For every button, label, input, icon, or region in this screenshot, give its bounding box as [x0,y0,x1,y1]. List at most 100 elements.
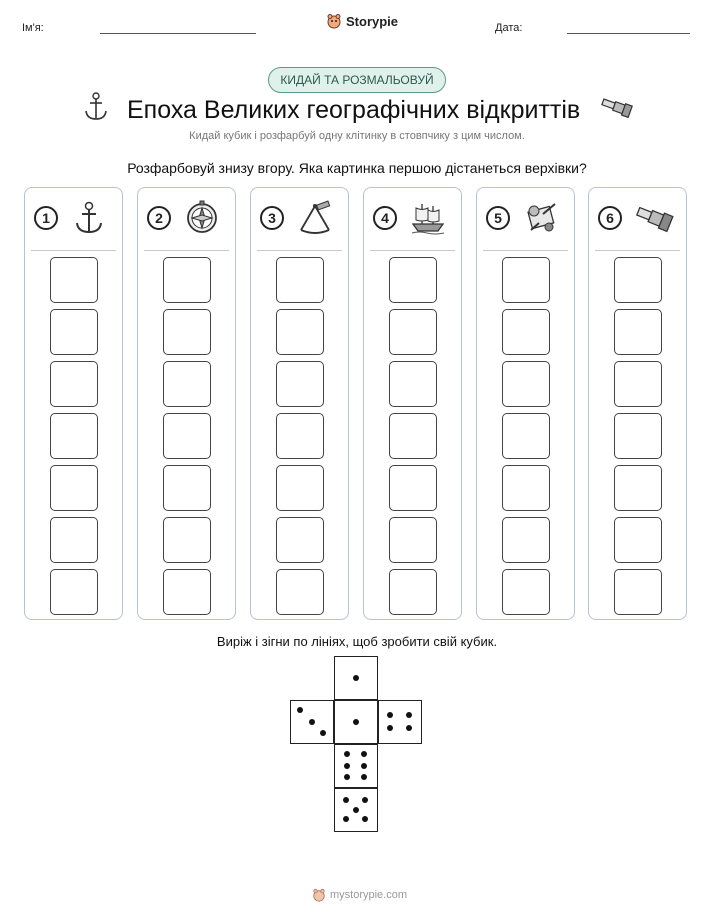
column-divider [257,250,342,251]
die-pip [360,751,367,758]
column-divider [370,250,455,251]
coloring-instruction: Розфарбовуй знизу вгору. Яка картинка пе… [127,160,587,176]
spyglass-icon [635,200,674,236]
die-pip [343,815,350,822]
color-cell[interactable] [276,465,324,511]
die-pip [343,797,350,804]
column-2: 2 [137,187,236,620]
color-cell[interactable] [614,569,662,615]
die-pip [352,674,359,681]
color-cell[interactable] [50,517,98,563]
page-title: Епоха Великих географічних відкриттів [127,96,581,124]
color-cell[interactable] [163,257,211,303]
die-pip [387,724,394,731]
color-cell[interactable] [50,309,98,355]
cut-instruction: Виріж і зігни по лініях, щоб зробити сві… [216,634,498,649]
die-pip [352,718,359,725]
color-cell[interactable] [163,309,211,355]
color-cell[interactable] [276,257,324,303]
die-pip [297,707,304,714]
brand-name: Storypie [346,13,399,29]
storypie-mascot-icon [313,888,325,902]
color-cell[interactable] [502,309,550,355]
date-line[interactable] [567,33,690,34]
color-cell[interactable] [276,413,324,459]
color-cell[interactable] [276,569,324,615]
color-cell[interactable] [614,517,662,563]
die-pip [387,712,394,719]
date-label: Дата: [495,22,523,34]
color-cell[interactable] [614,413,662,459]
die-pip [319,729,326,736]
color-cell[interactable] [276,517,324,563]
column-divider [483,250,568,251]
color-cell[interactable] [163,517,211,563]
color-cell[interactable] [276,361,324,407]
die-pip [361,815,368,822]
color-cell[interactable] [614,361,662,407]
name-label: Ім'я: [22,22,44,34]
anchor-icon [71,200,107,236]
column-4: 4 [363,187,462,620]
footer-url: mystorypie.com [330,889,408,901]
color-cell[interactable] [614,257,662,303]
color-cell[interactable] [502,517,550,563]
color-cell[interactable] [389,361,437,407]
color-cell[interactable] [389,569,437,615]
column-number: 5 [486,206,510,230]
color-cell[interactable] [276,309,324,355]
color-cell[interactable] [502,257,550,303]
column-number: 2 [147,206,171,230]
column-number: 6 [598,206,622,230]
color-cell[interactable] [614,465,662,511]
color-cell[interactable] [502,361,550,407]
color-cell[interactable] [50,413,98,459]
die-pip [361,797,368,804]
die-pip [360,773,367,780]
name-line[interactable] [100,33,256,34]
die-pip [360,762,367,769]
column-number: 4 [373,206,397,230]
color-cell[interactable] [163,569,211,615]
color-cell[interactable] [502,465,550,511]
color-cell[interactable] [389,465,437,511]
die-pip [344,773,351,780]
die-face-5 [334,788,378,832]
color-cell[interactable] [389,309,437,355]
page-subtitle: Кидай кубик і розфарбуй одну клітинку в … [189,130,525,142]
column-3: 3 [250,187,349,620]
color-cell[interactable] [389,257,437,303]
anchor-icon [85,92,107,120]
footer: mystorypie.com [312,888,407,902]
die-pip [308,718,315,725]
die-pip [344,762,351,769]
storypie-mascot-icon [327,14,341,29]
color-cell[interactable] [389,517,437,563]
brand-logo: Storypie [326,13,398,29]
sextant-icon [297,200,333,236]
die-face-1 [334,700,378,744]
color-cell[interactable] [163,413,211,459]
column-divider [595,250,680,251]
spyglass-icon [601,98,633,118]
color-cell[interactable] [50,569,98,615]
color-cell[interactable] [389,413,437,459]
color-cell[interactable] [502,569,550,615]
column-6: 6 [588,187,687,620]
color-cell[interactable] [614,309,662,355]
column-5: 5 [476,187,575,620]
color-cell[interactable] [50,465,98,511]
column-number: 1 [34,206,58,230]
ship-icon [410,200,446,236]
treasure-map-icon [523,200,559,236]
die-face-6 [334,744,378,788]
column-number: 3 [260,206,284,230]
color-cell[interactable] [502,413,550,459]
color-cell[interactable] [163,465,211,511]
color-cell[interactable] [50,257,98,303]
activity-badge: КИДАЙ ТА РОЗМАЛЬОВУЙ [268,67,446,93]
color-cell[interactable] [163,361,211,407]
column-1: 1 [24,187,123,620]
die-face-1 [334,656,378,700]
color-cell[interactable] [50,361,98,407]
